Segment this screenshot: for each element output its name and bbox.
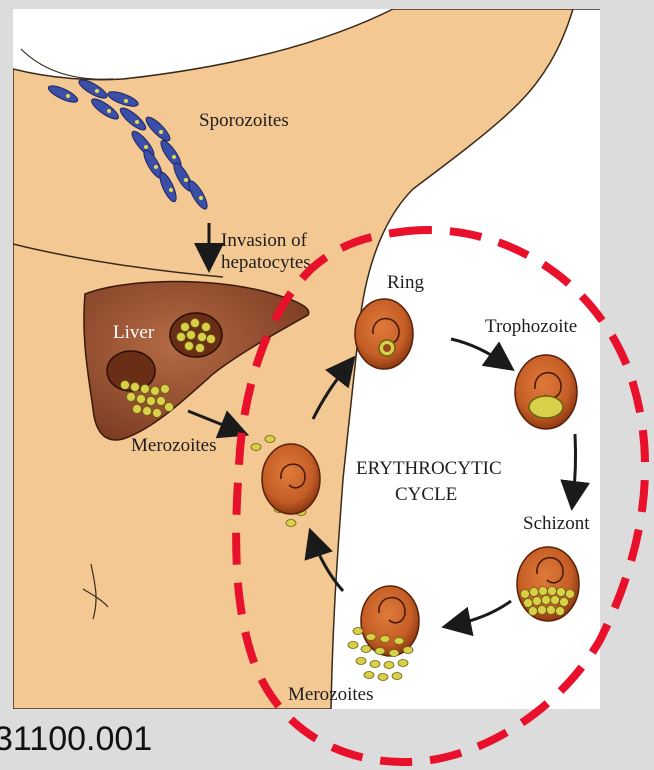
label-merozoites-bottom: Merozoites (288, 685, 373, 705)
label-merozoites-left: Merozoites (131, 436, 216, 456)
cycle-arrow-to-rupture (453, 601, 511, 625)
label-cycle-line1: ERYTHROCYTIC (356, 459, 502, 479)
rbc-ring (355, 299, 413, 369)
diagram-artwork (13, 9, 600, 709)
rbc-rupture (361, 586, 419, 656)
label-ring: Ring (387, 273, 424, 293)
cycle-arrow-to-schizont (573, 434, 576, 499)
label-liver: Liver (113, 323, 154, 343)
cycle-arrow-to-trophozoite (451, 339, 505, 364)
label-cycle-line2: CYCLE (395, 485, 457, 505)
label-trophozoite: Trophozoite (485, 317, 577, 337)
rbc-trophozoite (515, 355, 577, 429)
malaria-life-cycle-diagram: Sporozoites Invasion of hepatocytes Live… (13, 9, 600, 709)
course-code: 31100.001 (0, 720, 152, 759)
label-sporozoites: Sporozoites (199, 111, 289, 131)
label-invasion-line2: hepatocytes (221, 253, 311, 273)
rbc-invaded (262, 444, 320, 514)
label-invasion-line1: Invasion of (221, 231, 307, 251)
rbc-schizont (517, 547, 579, 621)
label-schizont: Schizont (523, 514, 590, 534)
